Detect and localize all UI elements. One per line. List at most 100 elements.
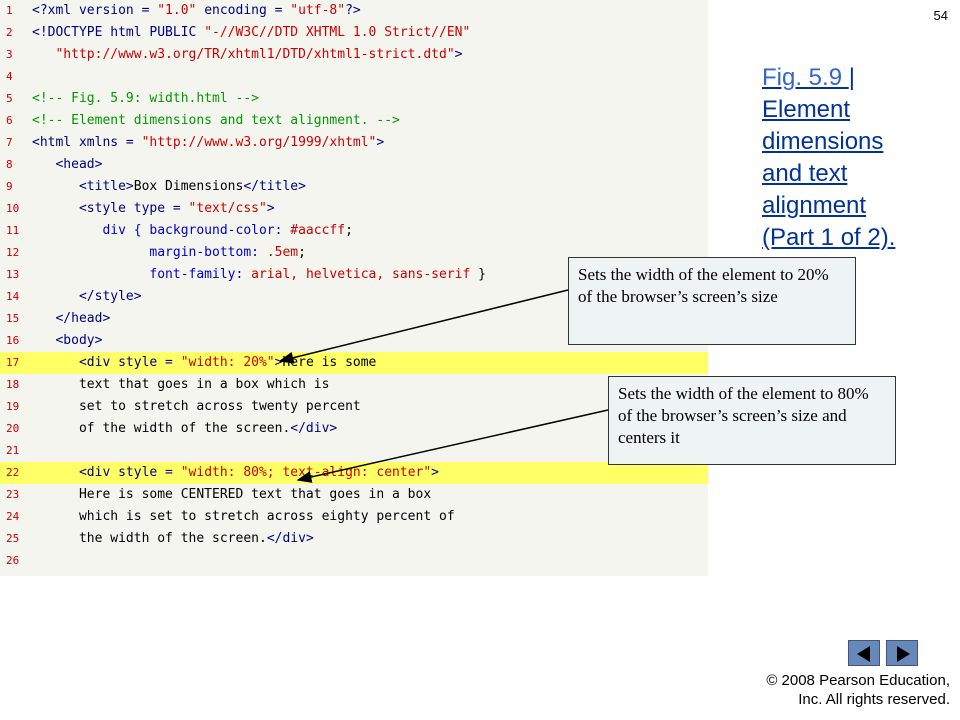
line-number: 4	[6, 70, 13, 83]
line-number: 14	[6, 290, 20, 303]
code-line: 10 <style type = "text/css">	[0, 198, 708, 220]
code-line: 6<!-- Element dimensions and text alignm…	[0, 110, 708, 132]
code-text: <?xml version = "1.0" encoding = "utf-8"…	[32, 0, 361, 22]
line-number: 12	[6, 246, 20, 259]
code-token: encoding =	[196, 3, 291, 18]
code-token: <!DOCTYPE html PUBLIC	[32, 25, 205, 40]
code-text: set to stretch across twenty percent	[32, 396, 361, 418]
line-number: 9	[6, 180, 13, 193]
code-token: .5em	[266, 245, 299, 260]
copyright-line-2: Inc. All rights reserved.	[798, 691, 950, 708]
code-line: 11 div { background-color: #aaccff;	[0, 220, 708, 242]
line-number: 16	[6, 334, 20, 347]
code-line: 14 </style>	[0, 286, 708, 308]
code-token: which is set to stretch across eighty pe…	[32, 509, 455, 524]
code-token: Box Dimensions	[133, 179, 244, 194]
arrow-to-line-17	[278, 289, 569, 364]
line-number: 5	[6, 92, 13, 105]
line-number: 23	[6, 488, 20, 501]
line-number: 8	[6, 158, 13, 171]
code-line: 7 <html xmlns = "http://www.w3.org/1999/x…	[0, 132, 708, 154]
next-slide-button[interactable]	[886, 640, 918, 666]
code-line: 1 <?xml version = "1.0" encoding = "utf-8…	[0, 0, 708, 22]
code-token: <!-- Fig. 5.9: width.html -->	[32, 91, 259, 106]
callout-width-20: Sets the width of the element to 20% of …	[568, 257, 856, 345]
line-number: 11	[6, 224, 20, 237]
code-token: <title>	[32, 179, 134, 194]
code-line: 4	[0, 66, 708, 88]
code-token: ?>	[345, 3, 361, 18]
code-text: <body>	[32, 330, 102, 352]
code-text: of the width of the screen.</div>	[32, 418, 337, 440]
code-token: ;	[298, 245, 306, 260]
code-token: <head>	[32, 157, 103, 172]
code-token: Here is some CENTERED text that goes in …	[32, 487, 432, 502]
fig-link[interactable]: Fig. 5.9	[762, 64, 849, 91]
code-text: <!DOCTYPE html PUBLIC "-//W3C//DTD XHTML…	[32, 22, 470, 44]
line-number: 3	[6, 48, 13, 61]
code-token: "-//W3C//DTD XHTML 1.0 Strict//EN"	[204, 25, 471, 40]
triangle-right-icon	[897, 646, 910, 662]
code-line: 17 <div style = "width: 20%">Here is som…	[0, 352, 708, 374]
callout-width-80: Sets the width of the element to 80% of …	[608, 376, 896, 465]
line-number: 21	[6, 444, 20, 457]
line-number: 18	[6, 378, 20, 391]
line-number: 1	[6, 4, 13, 17]
title-line-1: Element	[762, 96, 851, 123]
line-number: 19	[6, 400, 20, 413]
code-text: <html xmlns = "http://www.w3.org/1999/xh…	[32, 132, 384, 154]
code-token: <?xml version =	[32, 3, 158, 18]
slide-number: 54	[933, 8, 948, 23]
code-token: <div style =	[32, 355, 181, 370]
code-line: 15 </head>	[0, 308, 708, 330]
line-number: 15	[6, 312, 20, 325]
code-text: which is set to stretch across eighty pe…	[32, 506, 455, 528]
copyright-notice: © 2008 Pearson Education, Inc. All right…	[766, 671, 950, 709]
code-line: 26	[0, 550, 708, 572]
title-line-2: dimensions	[762, 128, 884, 155]
code-token: </head>	[32, 311, 111, 326]
code-text: <!-- Fig. 5.9: width.html -->	[32, 88, 259, 110]
code-line: 12 margin-bottom: .5em;	[0, 242, 708, 264]
line-number: 24	[6, 510, 20, 523]
code-token: "text/css"	[188, 201, 267, 216]
code-token: </style>	[32, 289, 142, 304]
previous-slide-button[interactable]	[848, 640, 880, 666]
code-token: >	[431, 465, 439, 480]
code-token: margin-bottom:	[32, 245, 267, 260]
code-token: ;	[345, 223, 353, 238]
code-token: text that goes in a box which is	[32, 377, 330, 392]
code-token: <body>	[32, 333, 103, 348]
code-text: <title>Box Dimensions</title>	[32, 176, 306, 198]
code-text: margin-bottom: .5em;	[32, 242, 306, 264]
slide-title: Fig. 5.9 | Element dimensions and text a…	[762, 62, 952, 254]
code-token: </div>	[290, 421, 338, 436]
code-line: 2<!DOCTYPE html PUBLIC "-//W3C//DTD XHTM…	[0, 22, 708, 44]
code-text: Here is some CENTERED text that goes in …	[32, 484, 431, 506]
code-token: </div>	[266, 531, 314, 546]
code-token: >	[454, 47, 463, 62]
code-line: 22 <div style = "width: 80%; text-align:…	[0, 462, 708, 484]
triangle-left-icon	[857, 646, 870, 662]
code-token: set to stretch across twenty percent	[32, 399, 361, 414]
code-text: </head>	[32, 308, 110, 330]
code-text: the width of the screen.</div>	[32, 528, 314, 550]
line-number: 7	[6, 136, 13, 149]
line-number: 26	[6, 554, 20, 567]
code-text: text that goes in a box which is	[32, 374, 329, 396]
title-line-5: (Part 1 of 2).	[762, 224, 896, 251]
code-line: 18 text that goes in a box which is	[0, 374, 708, 396]
title-line-3: and text	[762, 160, 848, 187]
copyright-line-1: © 2008 Pearson Education,	[766, 672, 950, 689]
code-token: of the width of the screen.	[32, 421, 291, 436]
line-number: 20	[6, 422, 20, 435]
code-line: 16 <body>	[0, 330, 708, 352]
code-line: 24 which is set to stretch across eighty…	[0, 506, 708, 528]
code-text: </style>	[32, 286, 142, 308]
code-token: arial, helvetica, sans-serif	[251, 267, 471, 282]
code-token: "utf-8"	[290, 3, 346, 18]
code-text: div { background-color: #aaccff;	[32, 220, 353, 242]
code-token: div { background-color:	[32, 223, 291, 238]
code-text: <!-- Element dimensions and text alignme…	[32, 110, 400, 132]
